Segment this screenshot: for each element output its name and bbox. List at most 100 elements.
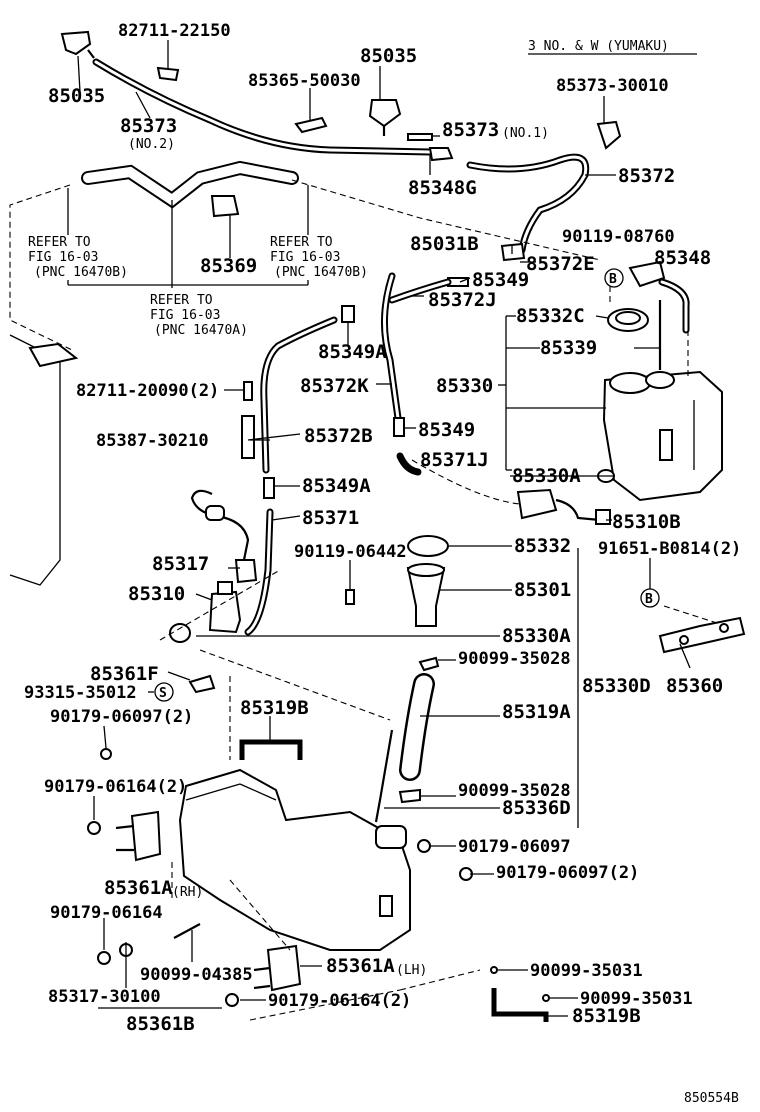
clamp-82711-20090[interactable] — [243, 381, 253, 401]
hose-85371[interactable] — [244, 508, 274, 636]
nozzle-85035-left[interactable] — [60, 30, 95, 59]
valve-85349[interactable] — [393, 417, 405, 437]
valve-85348g[interactable] — [428, 147, 454, 162]
mark-s: S — [154, 682, 174, 702]
label-85373-no2: 85373 — [120, 115, 177, 137]
label-90099-35031-a: 90099-35031 — [530, 961, 643, 981]
label-82711-20090: 82711-20090(2) — [76, 381, 219, 401]
label-85330d: 85330D — [582, 675, 651, 697]
grommet-90179-06097-b[interactable] — [417, 839, 431, 853]
label-90179-06097: 90179-06097 — [458, 837, 571, 857]
hose-85371j[interactable] — [396, 452, 422, 476]
label-85371j: 85371J — [420, 449, 489, 471]
label-90119-06442: 90119-06442 — [294, 542, 407, 562]
clip-85369[interactable] — [210, 195, 240, 218]
grommet-85330a-lower[interactable] — [169, 623, 191, 643]
svg-text:REFER TO: REFER TO — [270, 235, 333, 250]
hose-85373-no1[interactable] — [407, 133, 433, 141]
label-90179-06097-2b: 90179-06097(2) — [496, 863, 639, 883]
label-85371: 85371 — [302, 507, 359, 529]
connector-85349a-upper[interactable] — [341, 305, 355, 323]
connector-85349a-lower[interactable] — [263, 477, 275, 499]
label-85372j: 85372J — [428, 289, 497, 311]
pump-bracket-85361a-lh[interactable] — [253, 944, 302, 992]
label-90099-04385: 90099-04385 — [140, 965, 253, 985]
note-refer-center: REFER TO FIG 16-03 (PNC 16470A) — [150, 293, 248, 338]
label-85348: 85348 — [654, 247, 711, 269]
label-90099-35028-a: 90099-35028 — [458, 649, 571, 669]
joint-85365-50030[interactable] — [294, 116, 328, 134]
label-85310b: 85310B — [612, 511, 681, 533]
svg-text:(PNC 16470B): (PNC 16470B) — [274, 265, 368, 280]
hose-85373-no2[interactable] — [92, 58, 434, 156]
label-90179-06097-2a: 90179-06097(2) — [50, 707, 193, 727]
svg-text:B: B — [609, 272, 617, 287]
nozzle-85035-top[interactable] — [368, 99, 402, 136]
svg-text:REFER TO: REFER TO — [28, 235, 91, 250]
label-85332: 85332 — [514, 535, 571, 557]
label-85339: 85339 — [540, 337, 597, 359]
hose-85372b[interactable] — [260, 316, 338, 474]
clip-82711-22150[interactable] — [156, 66, 180, 82]
hose-85372j[interactable] — [388, 278, 452, 304]
hose-85319a[interactable] — [399, 673, 435, 781]
bracket-85360[interactable] — [658, 616, 746, 654]
label-85369: 85369 — [200, 255, 257, 277]
pump-bracket-85361a-rh[interactable] — [115, 810, 162, 862]
label-85336d: 85336D — [502, 797, 571, 819]
label-85330: 85330 — [436, 375, 493, 397]
clip-90099-35031-b[interactable] — [542, 994, 550, 1002]
motor-85317[interactable] — [190, 489, 258, 584]
grommet-90179-06164-b[interactable] — [97, 951, 111, 965]
level-sensor-85336d[interactable] — [374, 729, 394, 823]
svg-text:FIG 16-03: FIG 16-03 — [28, 250, 98, 265]
screw-90119-06442[interactable] — [345, 589, 355, 605]
hose-85319b-upper[interactable] — [239, 739, 303, 760]
grommet-90179-06097-a[interactable] — [100, 748, 112, 760]
svg-text:REFER TO: REFER TO — [150, 293, 213, 308]
label-85330a-1: 85330A — [512, 465, 581, 487]
label-85301: 85301 — [514, 579, 571, 601]
label-85031b: 85031B — [410, 233, 479, 255]
label-85361f: 85361F — [90, 663, 159, 685]
grommet-90179-06164-c[interactable] — [225, 993, 239, 1007]
label-90119-08760: 90119-08760 — [562, 227, 675, 247]
cap-85332c[interactable] — [607, 308, 649, 332]
label-85319a: 85319A — [502, 701, 571, 723]
clip-90099-35028-upper[interactable] — [418, 656, 440, 672]
clip-90099-04385[interactable] — [173, 923, 201, 939]
svg-text:FIG 16-03: FIG 16-03 — [150, 308, 220, 323]
connector-85031b[interactable] — [500, 242, 526, 262]
clip-90099-35028-lower[interactable] — [398, 788, 421, 804]
clip-85361f[interactable] — [188, 674, 216, 694]
label-85372b: 85372B — [304, 425, 373, 447]
label-85035-left: 85035 — [48, 85, 105, 107]
pump-85310b[interactable] — [516, 488, 611, 525]
inlet-85301[interactable] — [406, 563, 446, 627]
label-85310: 85310 — [128, 583, 185, 605]
reservoir-lower-tank[interactable] — [178, 768, 411, 951]
hose-85348[interactable] — [628, 260, 690, 334]
pump-85310[interactable] — [208, 581, 242, 634]
label-85317: 85317 — [152, 553, 209, 575]
mark-b-upper: B — [604, 268, 624, 288]
clip-90099-35031-a[interactable] — [490, 966, 498, 974]
cap-85332[interactable] — [407, 535, 449, 557]
hose-85319b-lower[interactable] — [491, 988, 549, 1022]
svg-text:(PNC 16470A): (PNC 16470A) — [154, 323, 248, 338]
label-85348g: 85348G — [408, 177, 477, 199]
protector-85387-30210[interactable] — [241, 415, 255, 459]
grommet-90179-06164-a[interactable] — [87, 821, 101, 835]
label-85361a-lh: 85361A — [326, 955, 395, 977]
label-85373-no2-sub: (NO.2) — [128, 137, 175, 152]
label-85349a-2: 85349A — [302, 475, 371, 497]
label-85349-a: 85349 — [472, 269, 529, 291]
label-90179-06164-2a: 90179-06164(2) — [44, 777, 187, 797]
nozzle-85373-30010[interactable] — [596, 120, 622, 150]
label-85319b-b: 85319B — [572, 1005, 641, 1027]
hose-85372k[interactable] — [381, 272, 402, 422]
label-85372: 85372 — [618, 165, 675, 187]
label-85035-top: 85035 — [360, 45, 417, 67]
tank-85330[interactable] — [602, 370, 723, 502]
